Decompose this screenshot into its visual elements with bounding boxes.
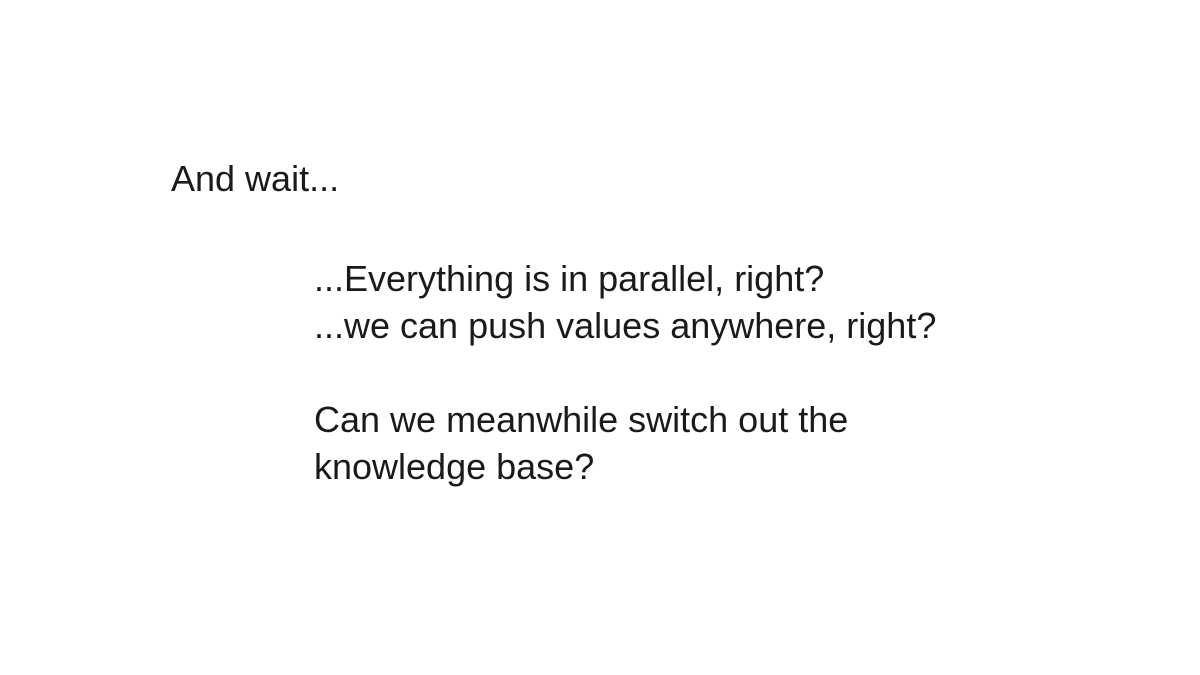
question-line-1: ...Everything is in parallel, right? [314, 258, 825, 299]
slide-heading: And wait... [171, 158, 340, 199]
paragraph-gap [314, 349, 936, 396]
followup-line-2: knowledge base? [314, 446, 595, 487]
question-line-2: ...we can push values anywhere, right? [314, 305, 937, 346]
followup-line-1: Can we meanwhile switch out the [314, 399, 849, 440]
slide-body: ...Everything is in parallel, right? ...… [314, 255, 936, 490]
